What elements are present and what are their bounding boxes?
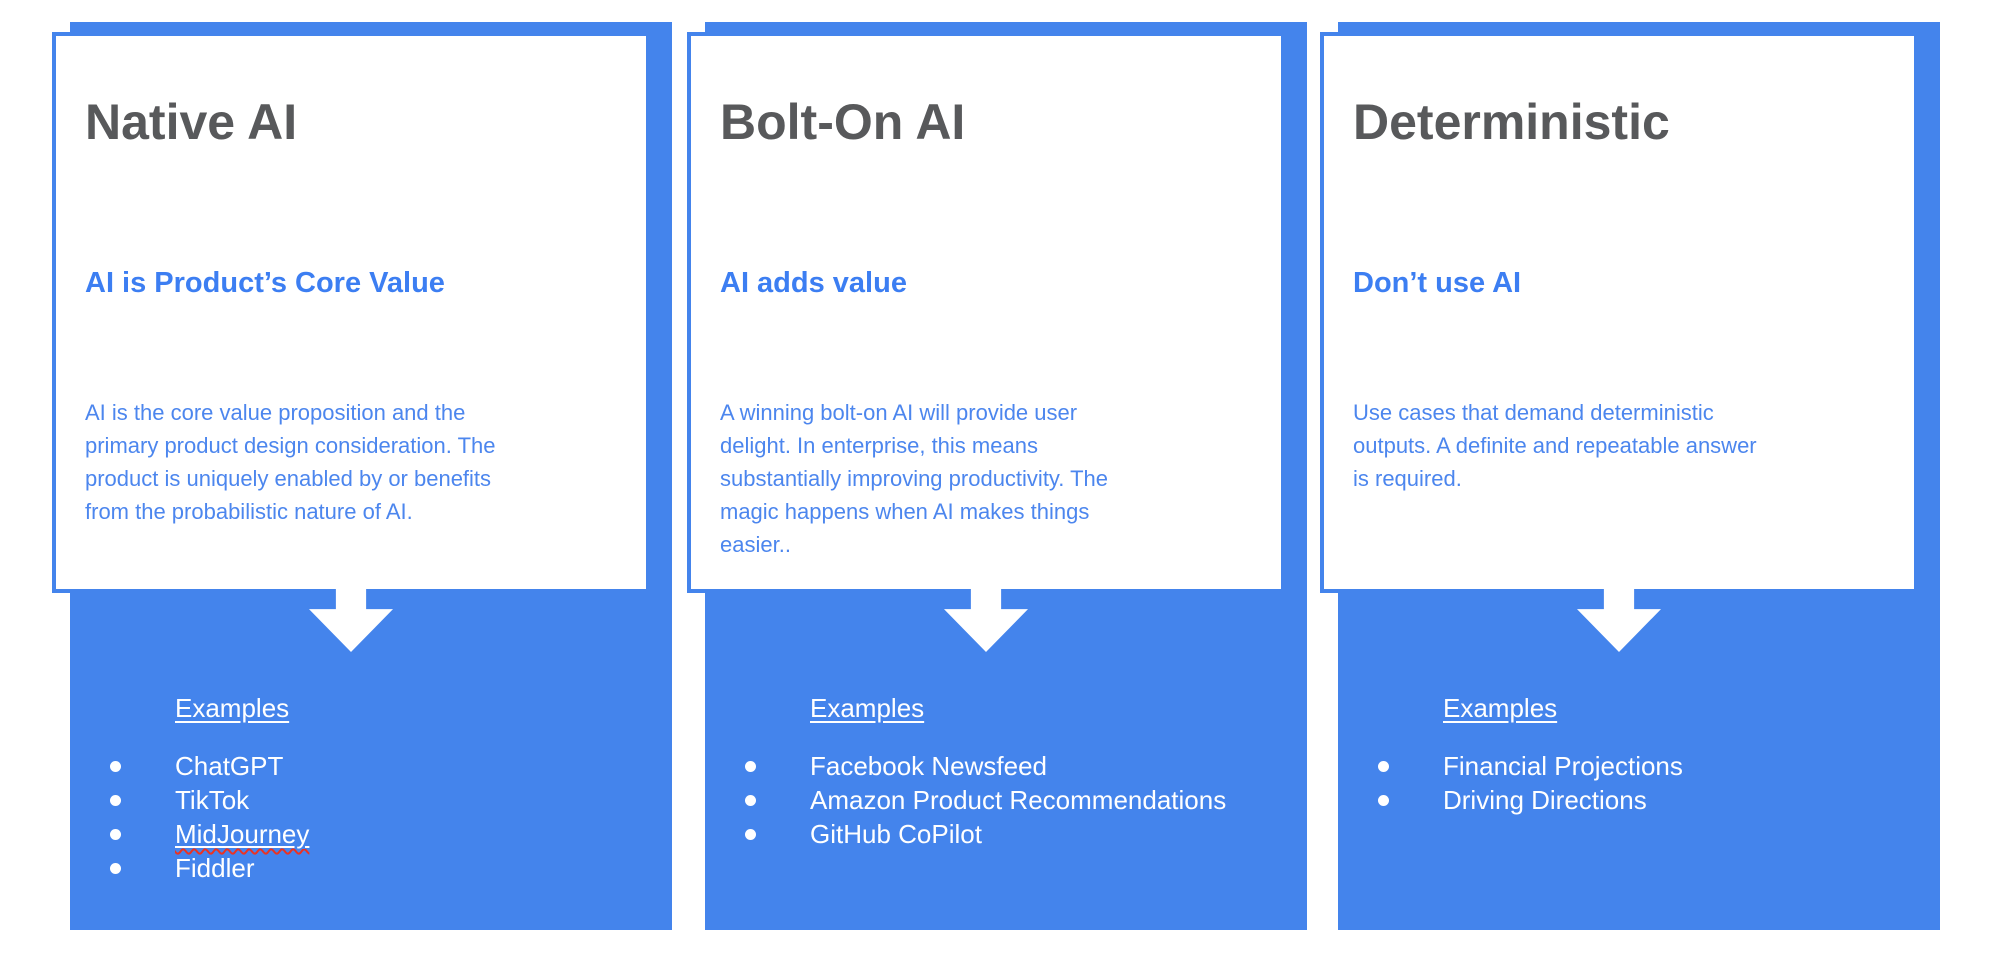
column-subtitle: AI adds value	[720, 267, 907, 299]
body-line: delight. In enterprise, this means	[720, 433, 1038, 458]
example-text: Amazon Product Recommendations	[810, 785, 1227, 815]
body-line: magic happens when AI makes things	[720, 499, 1090, 524]
example-text: Driving Directions	[1443, 785, 1647, 815]
column-title: Bolt-On AI	[720, 94, 966, 150]
column-description: Use cases that demand deterministic outpu…	[1353, 396, 1886, 495]
example-item: GitHub CoPilot	[705, 817, 1307, 851]
column-subtitle: Don’t use AI	[1353, 267, 1522, 299]
column-subtitle: AI is Product’s Core Value	[85, 267, 445, 299]
column-title: Native AI	[85, 94, 298, 150]
example-item: MidJourney	[70, 817, 672, 851]
column-description: AI is the core value proposition and the…	[85, 396, 618, 528]
example-item: Driving Directions	[1338, 783, 1940, 817]
examples-heading: Examples	[810, 693, 925, 723]
bullet-dot-icon	[110, 794, 121, 806]
column-description: A winning bolt-on AI will provide user de…	[720, 396, 1253, 561]
example-item: TikTok	[70, 783, 672, 817]
column-card: Native AI AI is Product’s Core Value AI …	[52, 32, 650, 593]
body-line: A winning bolt-on AI will provide user	[720, 400, 1078, 425]
body-line: outputs. A definite and repeatable answe…	[1353, 433, 1757, 458]
body-line: substantially improving productivity. Th…	[720, 466, 1109, 491]
example-item: Fiddler	[70, 851, 672, 885]
examples-heading: Examples	[1443, 693, 1558, 723]
example-text: GitHub CoPilot	[810, 819, 982, 849]
examples-heading: Examples	[175, 693, 290, 723]
column-card: Deterministic Don’t use AI Use cases tha…	[1320, 32, 1918, 593]
body-line: Use cases that demand deterministic	[1353, 400, 1714, 425]
bullet-dot-icon	[110, 828, 121, 840]
bullet-dot-icon	[1378, 794, 1389, 806]
bullet-dot-icon	[1378, 760, 1389, 772]
bullet-dot-icon	[110, 760, 121, 772]
bullet-dot-icon	[745, 828, 756, 840]
example-item: Amazon Product Recommendations	[705, 783, 1307, 817]
column-title: Deterministic	[1353, 94, 1670, 150]
example-text-inner: MidJourney	[175, 819, 310, 849]
example-text: Fiddler	[175, 853, 255, 883]
body-line: AI is the core value proposition and the	[85, 400, 466, 425]
example-text: MidJourney	[175, 817, 309, 851]
bullet-dot-icon	[110, 862, 121, 874]
body-line: from the probabilistic nature of AI.	[85, 499, 413, 524]
bullet-dot-icon	[745, 794, 756, 806]
body-line: product is uniquely enabled by or benefi…	[85, 466, 492, 491]
column-card: Bolt-On AI AI adds value A winning bolt-…	[687, 32, 1285, 593]
body-line: is required.	[1353, 466, 1462, 491]
example-text: Financial Projections	[1443, 751, 1683, 781]
example-item: ChatGPT	[70, 749, 672, 783]
example-text: TikTok	[175, 785, 250, 815]
body-line: easier..	[720, 532, 791, 557]
bullet-dot-icon	[745, 760, 756, 772]
example-text: ChatGPT	[175, 751, 284, 781]
example-item: Financial Projections	[1338, 749, 1940, 783]
body-line: primary product design consideration. Th…	[85, 433, 496, 458]
example-text: Facebook Newsfeed	[810, 751, 1048, 781]
example-item: Facebook Newsfeed	[705, 749, 1307, 783]
